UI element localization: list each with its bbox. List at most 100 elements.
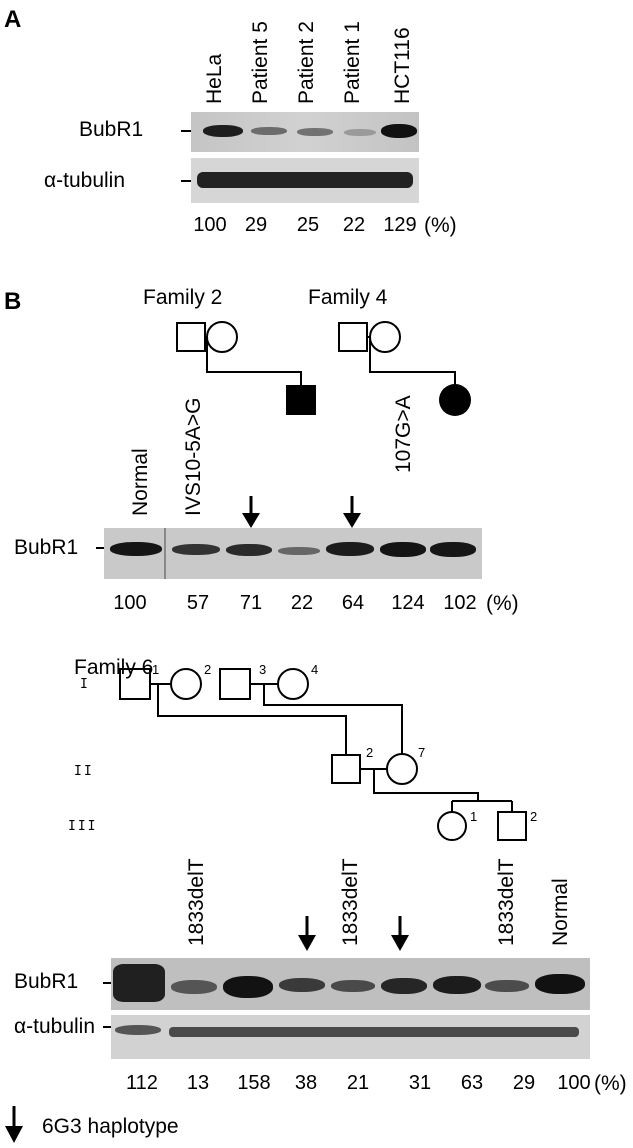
value-a-5: 129 (383, 214, 417, 236)
row-label-tubulin-a: α-tubulin (44, 169, 126, 192)
bubr1-tick-b (96, 547, 104, 549)
individual-number: 3 (259, 662, 267, 677)
band (430, 542, 476, 557)
band (226, 544, 272, 556)
band (172, 544, 220, 555)
band (278, 547, 320, 555)
down-arrow-icon (242, 496, 260, 528)
value-b-1: 100 (113, 592, 147, 614)
pedigree-female (206, 321, 238, 353)
value-a-1: 100 (193, 214, 227, 236)
value-b-6: 124 (391, 592, 425, 614)
pedigree-male-I1 (119, 668, 151, 700)
value-a-3: 25 (296, 214, 320, 236)
band (171, 980, 217, 994)
legend-label: 6G3 haplotype (42, 1115, 179, 1138)
blot-bubr1-a (191, 112, 419, 152)
value-f6-7: 63 (460, 1072, 484, 1094)
band (381, 124, 417, 138)
family4-title: Family 4 (308, 286, 388, 309)
unit-f6: (%) (594, 1072, 627, 1095)
individual-number: 1 (470, 809, 478, 824)
pedigree-male-III2 (497, 811, 527, 841)
individual-number: 2 (204, 662, 212, 677)
pedigree-male-I3 (219, 668, 251, 700)
band (115, 1025, 161, 1035)
tubulin-tick-a (181, 180, 191, 182)
band (297, 128, 333, 136)
value-f6-8: 29 (512, 1072, 536, 1094)
unit-b: (%) (486, 592, 519, 615)
band (344, 129, 376, 136)
value-f6-6: 31 (408, 1072, 432, 1094)
band (113, 964, 165, 1002)
value-b-7: 102 (443, 592, 477, 614)
mutation-label-1833delt: 1833delT (495, 858, 518, 946)
tubulin-tick-f6 (103, 1026, 111, 1028)
individual-number: 4 (311, 662, 319, 677)
value-f6-1: 112 (126, 1072, 158, 1094)
band (110, 542, 162, 556)
row-label-tubulin-f6: α-tubulin (14, 1015, 96, 1038)
generation-I: I (80, 677, 90, 692)
band (381, 978, 427, 994)
value-f6-5: 21 (346, 1072, 370, 1094)
generation-III: III (68, 819, 98, 834)
pedigree-affected-male (286, 385, 316, 415)
bubr1-tick-f6 (103, 982, 111, 984)
value-f6-2: 13 (186, 1072, 210, 1094)
pedigree-female-II7 (386, 753, 418, 785)
family6-title: Family 6 (74, 656, 154, 679)
lane-label-ivs10: IVS10-5A>G (182, 397, 205, 516)
blot-bubr1-f6 (111, 958, 590, 1010)
lane-divider (164, 528, 166, 579)
band (279, 978, 325, 992)
band (203, 125, 243, 137)
value-f6-3: 158 (237, 1072, 271, 1094)
mutation-label-1833delt: 1833delT (185, 858, 208, 946)
band (223, 976, 273, 998)
down-arrow-icon (5, 1106, 23, 1143)
mutation-label-1833delt: 1833delT (339, 858, 362, 946)
band (251, 127, 287, 135)
pedigree-female-III1 (437, 811, 467, 841)
band (169, 1027, 579, 1037)
value-f6-9: 100 (557, 1072, 591, 1094)
band (380, 542, 426, 557)
value-b-3: 71 (239, 592, 263, 614)
lane-label-normal-b: Normal (129, 448, 152, 516)
value-b-4: 22 (290, 592, 314, 614)
row-label-bubr1-b: BubR1 (14, 536, 79, 559)
pedigree-male (176, 322, 206, 352)
value-a-2: 29 (244, 214, 268, 236)
individual-number: 7 (418, 745, 426, 760)
value-b-2: 57 (186, 592, 210, 614)
generation-II: II (74, 764, 94, 779)
lane-label-107g: 107G>A (392, 395, 415, 473)
lane-label-normal-f6: Normal (549, 878, 572, 946)
pedigree-affected-female (439, 384, 471, 416)
row-label-bubr1-a: BubR1 (79, 118, 144, 141)
pedigree-male-II2 (331, 754, 361, 784)
blot-tubulin-f6 (111, 1015, 590, 1059)
individual-number: 2 (530, 809, 538, 824)
pedigree-male (338, 322, 368, 352)
family2-title: Family 2 (143, 286, 223, 309)
unit-a: (%) (424, 214, 457, 237)
value-a-4: 22 (342, 214, 366, 236)
individual-number: 1 (152, 662, 160, 677)
blot-bubr1-b (104, 528, 482, 579)
individual-number: 2 (366, 745, 374, 760)
blot-tubulin-a (191, 158, 419, 203)
pedigree-female-I2 (170, 668, 202, 700)
panel-a-letter: A (4, 6, 22, 33)
band (485, 980, 529, 992)
pedigree-female-I4 (277, 668, 309, 700)
value-b-5: 64 (341, 592, 365, 614)
value-f6-4: 38 (294, 1072, 318, 1094)
band (331, 980, 375, 992)
down-arrow-icon (343, 496, 361, 528)
band (197, 172, 413, 188)
